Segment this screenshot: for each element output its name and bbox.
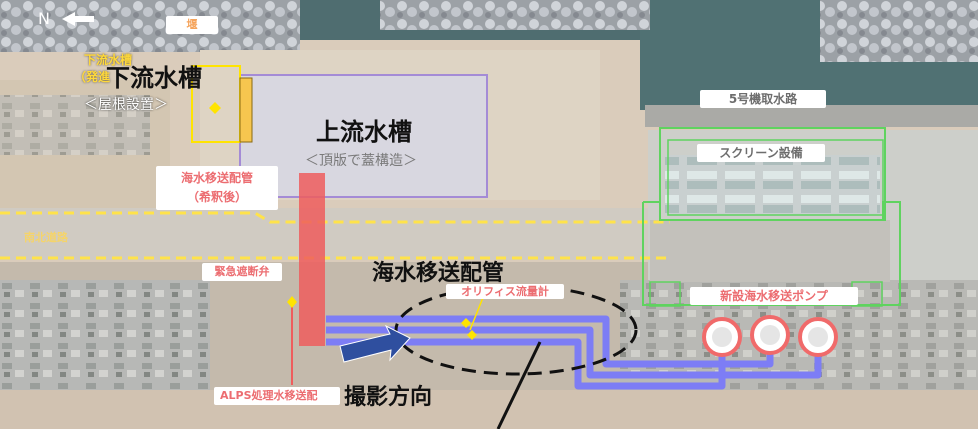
new-pump-label: 新設海水移送ポンプ (690, 287, 858, 305)
emergency-valve-marker (287, 296, 297, 308)
pump-outline-left (649, 281, 681, 307)
downstream-tank-bar (239, 77, 253, 143)
pump-1 (702, 317, 742, 357)
pump-outline (642, 201, 901, 306)
left-arrow-icon (62, 12, 94, 26)
upstream-tank-label: 上流水槽 (316, 118, 412, 146)
orifice-meter-label: オリフィス流量計 (446, 284, 564, 299)
diluted-pipe-label: 海水移送配管 （希釈後） (156, 166, 278, 210)
emergency-valve-label: 緊急遮断弁 (202, 263, 282, 281)
weir-label: 堰 (166, 16, 218, 34)
direction-arrow-icon (339, 324, 411, 363)
camera-line (496, 341, 542, 429)
intake-5-label: 5号機取水路 (700, 90, 826, 108)
upstream-tank-area (239, 74, 488, 198)
road-line-upper (0, 211, 670, 224)
seawater-pipe-3 (326, 336, 726, 390)
downstream-small-label-2: （発進 (74, 70, 111, 84)
slab-note-label: ＜頂版で蓋構造＞ (305, 153, 417, 169)
compass-label: N (38, 9, 50, 28)
downstream-marker (209, 102, 221, 114)
flowmeter-leader (469, 294, 485, 331)
shooting-direction-label: 撮影方向 (344, 385, 433, 410)
pump-3 (798, 317, 838, 357)
downstream-tank-label: 下流水槽 (106, 64, 202, 92)
downstream-small-label-1: 下流水槽 (84, 53, 133, 67)
roof-note-label: ＜屋根設置＞ (84, 97, 168, 113)
flowmeter-marker-1 (461, 318, 471, 328)
alps-pipe-vertical (299, 173, 325, 346)
flowmeter-marker-2 (467, 330, 477, 340)
diluted-pipe-label-line1: 海水移送配管 (180, 171, 253, 185)
seawater-pipe-2 (326, 326, 822, 379)
north-south-road-label: 南北道路 (24, 231, 68, 244)
screen-label: スクリーン設備 (697, 144, 825, 162)
alps-pipe-label: ALPS処理水移送配 (214, 387, 340, 405)
screen-outline-inner (667, 139, 884, 216)
diluted-pipe-label-line2: （希釈後） (186, 190, 247, 204)
pump-2 (750, 315, 790, 355)
seawater-pipe-label: 海水移送配管 (372, 261, 505, 286)
